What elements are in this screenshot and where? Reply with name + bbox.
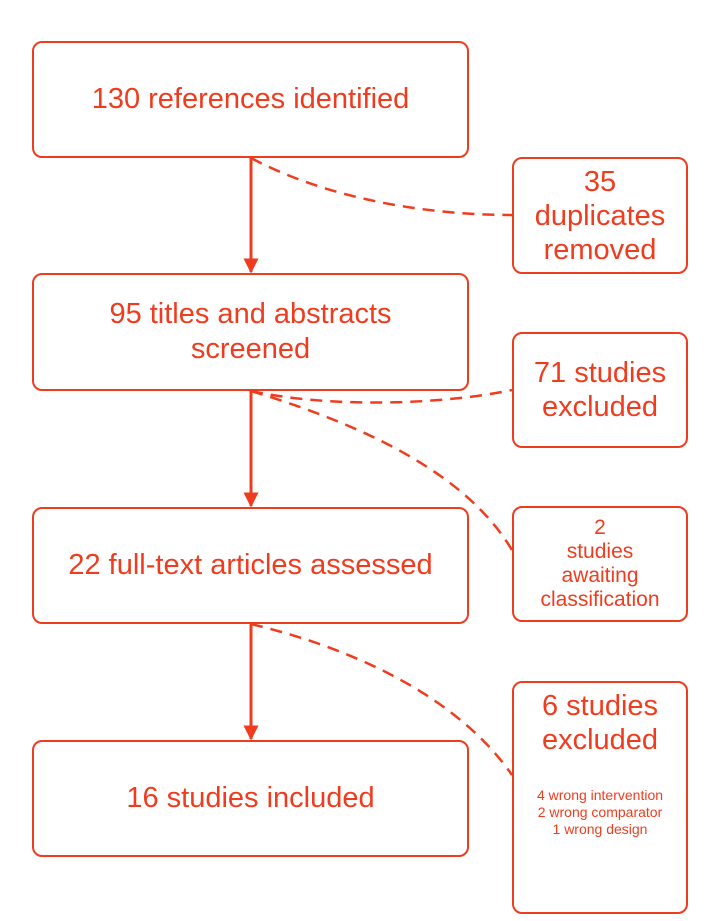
- box-studies-included: 16 studies included: [32, 740, 469, 857]
- box-studies-excluded-fulltext: 6 studies excluded 4 wrong intervention …: [512, 681, 688, 914]
- box-line: screened: [190, 333, 311, 365]
- box-line: 6 studies: [541, 690, 659, 722]
- box-full-text-assessed: 22 full-text articles assessed: [32, 507, 469, 624]
- box-line: 35: [583, 165, 617, 198]
- box-line: removed: [543, 233, 657, 266]
- box-line: excluded: [541, 391, 659, 423]
- exclusion-reason: 4 wrong intervention: [536, 787, 664, 803]
- box-line: classification: [540, 588, 660, 611]
- box-references-identified: 130 references identified: [32, 41, 469, 158]
- box-line: 71 studies: [533, 357, 667, 389]
- box-studies-excluded-screening: 71 studies excluded: [512, 332, 688, 448]
- box-line: studies: [566, 540, 634, 563]
- dashed-connector-excluded-screening: [250, 388, 513, 404]
- dashed-connector-awaiting: [250, 389, 514, 551]
- box-studies-awaiting-classification: 2 studies awaiting classification: [512, 506, 688, 622]
- dashed-connector-duplicates: [250, 156, 513, 217]
- box-line: 16 studies included: [126, 782, 375, 814]
- box-duplicates-removed: 35 duplicates removed: [512, 157, 688, 274]
- box-line: 130 references identified: [91, 83, 410, 115]
- box-line: 22 full-text articles assessed: [68, 549, 433, 581]
- box-line: 95 titles and abstracts: [109, 298, 392, 330]
- box-titles-abstracts-screened: 95 titles and abstracts screened: [32, 273, 469, 391]
- exclusion-reason: 2 wrong comparator: [537, 804, 663, 820]
- dashed-connector-excluded-fulltext: [250, 622, 514, 776]
- box-line: excluded: [541, 724, 659, 756]
- box-line: 2: [594, 516, 606, 539]
- exclusion-reasons: 4 wrong intervention 2 wrong comparator …: [537, 787, 663, 838]
- box-line: awaiting: [561, 564, 639, 587]
- box-line: duplicates: [534, 199, 666, 232]
- exclusion-reason: 1 wrong design: [552, 821, 648, 837]
